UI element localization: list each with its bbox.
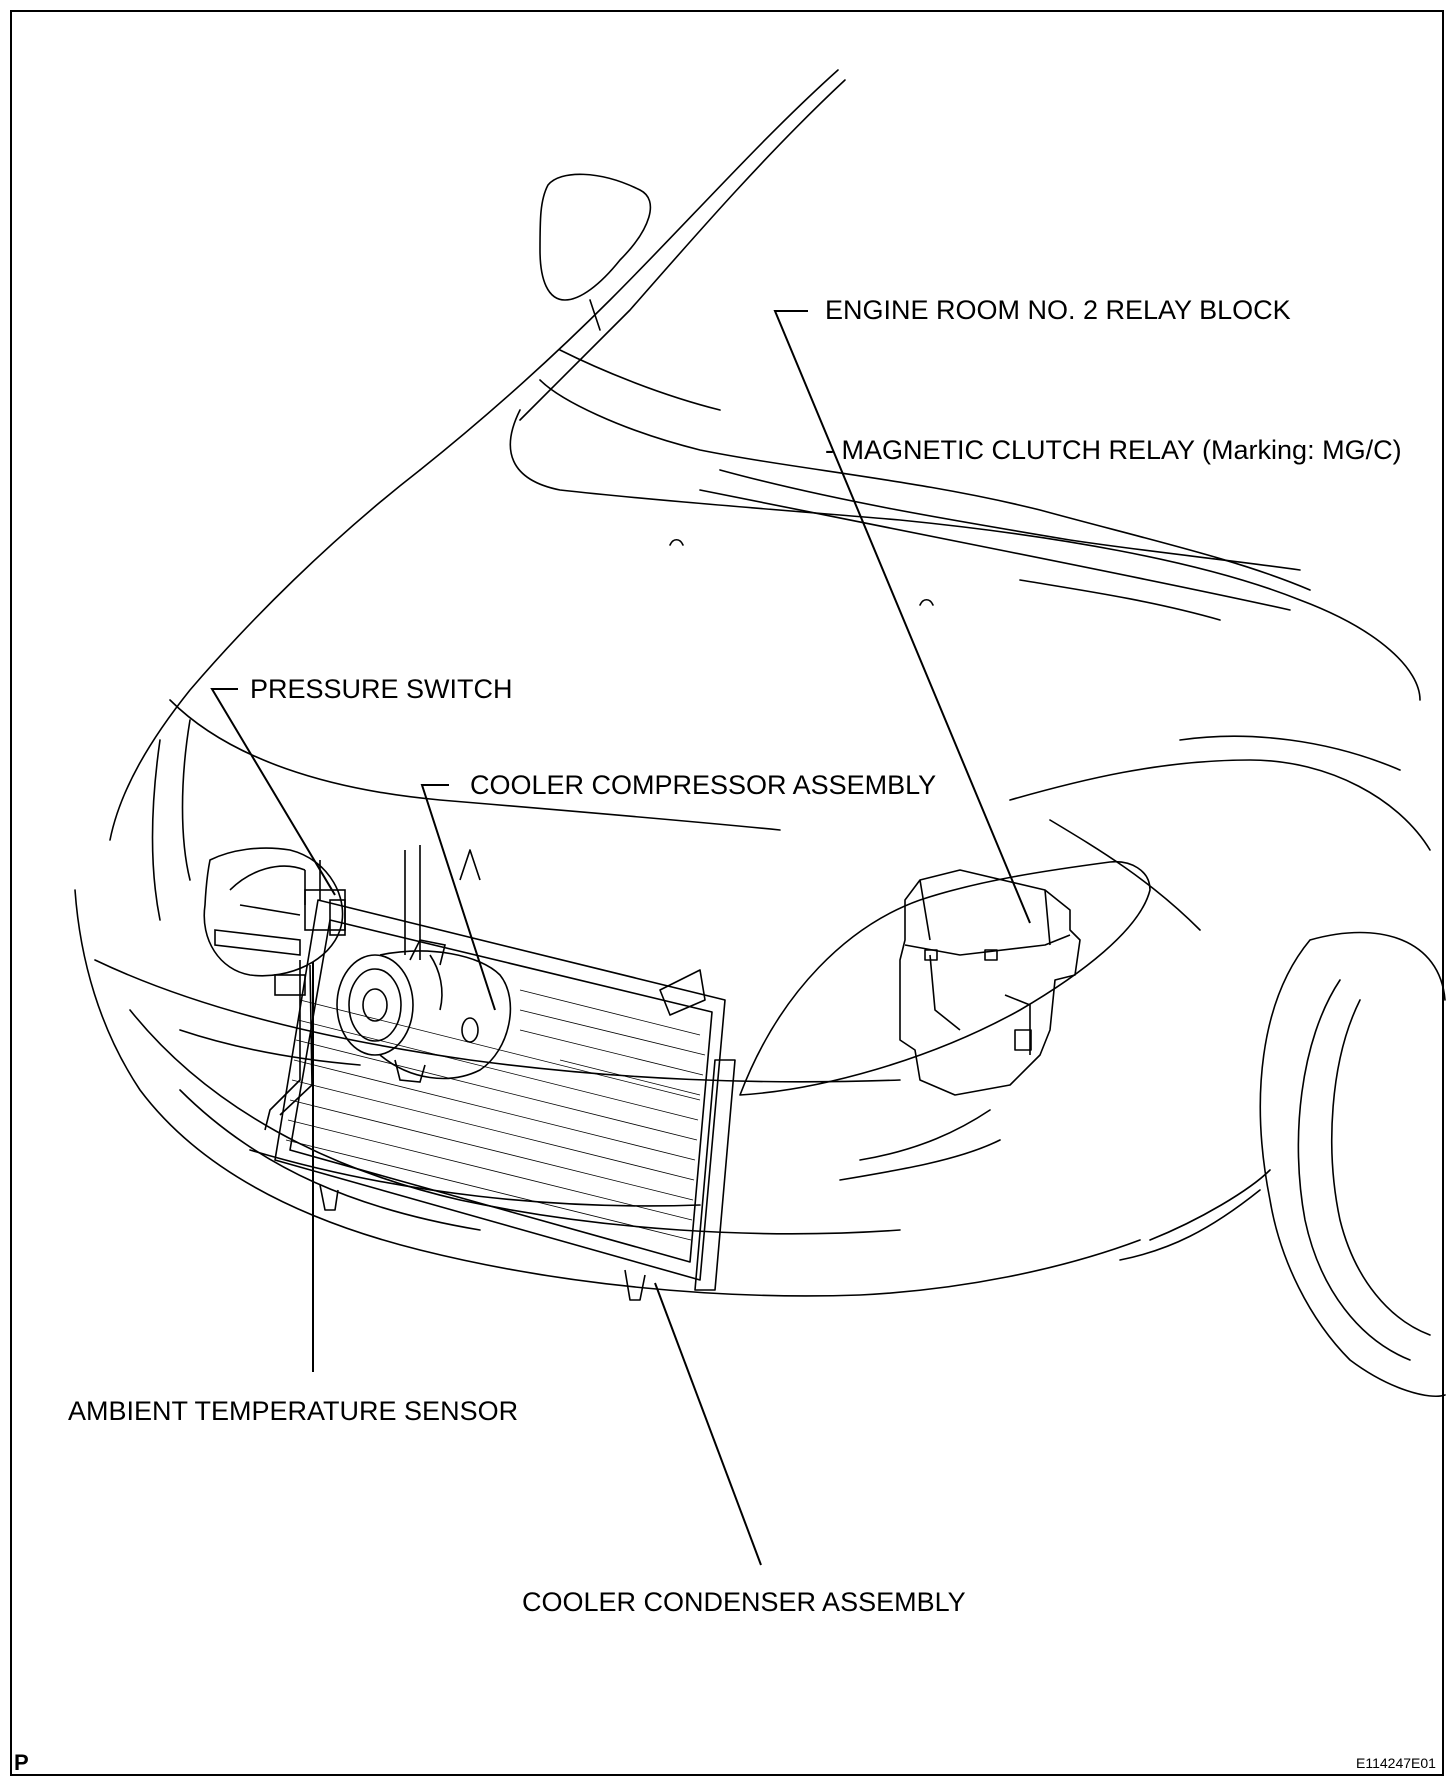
hood-crease (169, 699, 781, 831)
figure-id: E114247E01 (1356, 1755, 1436, 1771)
leader-cooler-compressor (420, 784, 496, 1011)
cooler-compressor (336, 939, 512, 1083)
corner-code-left: P (14, 1750, 29, 1775)
leader-lines (210, 310, 1031, 1566)
leader-pressure-switch (210, 688, 336, 896)
front-bumper (74, 889, 1141, 1297)
right-tire (1259, 931, 1446, 1398)
cowl-line (699, 489, 1291, 611)
relay-block (899, 869, 1081, 1096)
label-cooler-condenser-assembly: COOLER CONDENSER ASSEMBLY (522, 1587, 966, 1617)
side-mirror (539, 173, 652, 301)
a-pillar-inner (519, 79, 846, 421)
left-headlight (203, 847, 344, 977)
a-pillar-line (419, 69, 839, 471)
right-headlight (739, 861, 1151, 1096)
label-pressure-switch: PRESSURE SWITCH (250, 674, 513, 704)
leader-cooler-condenser (654, 1282, 762, 1566)
diagram-frame (10, 10, 1444, 1776)
label-magnetic-clutch-relay: - MAGNETIC CLUTCH RELAY (Marking: MG/C) (825, 435, 1402, 465)
leader-engine-room (773, 310, 1031, 924)
right-fender (1009, 759, 1431, 851)
label-engine-room-relay-block: ENGINE ROOM NO. 2 RELAY BLOCK (825, 295, 1291, 325)
condenser-assembly (264, 845, 736, 1301)
hood-outline (109, 469, 421, 841)
label-cooler-compressor-assembly: COOLER COMPRESSOR ASSEMBLY (470, 770, 937, 800)
lower-grille (179, 1029, 361, 1066)
label-ambient-temperature-sensor: AMBIENT TEMPERATURE SENSOR (68, 1396, 519, 1426)
pressure-switch-part (214, 865, 346, 996)
